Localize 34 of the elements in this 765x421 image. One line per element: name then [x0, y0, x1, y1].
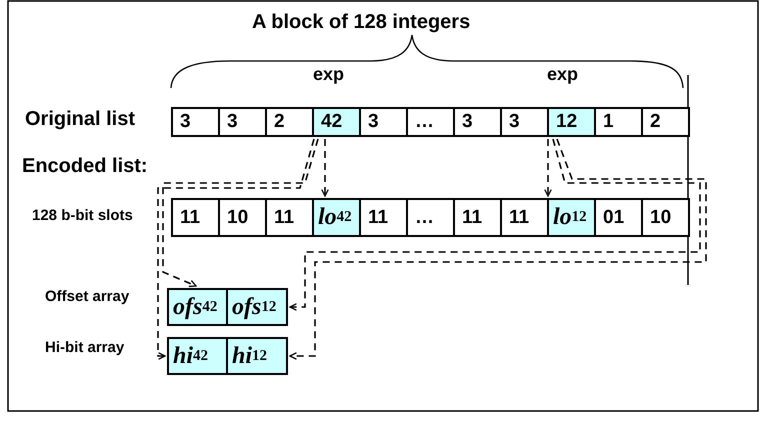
list-cell: 1: [594, 107, 643, 137]
list-cell: 2: [265, 107, 314, 137]
slot-cell: 11: [500, 198, 549, 237]
list-cell: …: [406, 107, 455, 137]
dashed-arrow: [321, 139, 329, 197]
slot-cell: …: [406, 198, 455, 237]
list-cell: 3: [500, 107, 549, 137]
list-cell: 12: [547, 107, 596, 137]
slot-cell: 10: [218, 198, 267, 237]
list-cell: 3: [359, 107, 408, 137]
slot-cell: 11: [359, 198, 408, 237]
heading: A block of 128 integers: [252, 11, 470, 34]
slot-cell: 11: [453, 198, 502, 237]
row-label: Hi-bit array: [45, 339, 124, 356]
row-label: Offset array: [45, 288, 130, 305]
exp-label: exp: [313, 64, 344, 85]
exp-label: exp: [547, 64, 578, 85]
list-cell: 3: [218, 107, 267, 137]
list-cell: 2: [641, 107, 690, 137]
list-cell: 42: [312, 107, 361, 137]
slot-cell: 10: [641, 198, 690, 237]
row-label: Encoded list:: [22, 155, 148, 178]
dashed-arrow: [157, 138, 315, 360]
dashed-arrow: [544, 139, 552, 197]
dashed-arrow: [289, 138, 707, 360]
list-cell: 3: [171, 107, 220, 137]
list-cell: 3: [453, 107, 502, 137]
slot-cell: 11: [171, 198, 220, 237]
dashed-arrow: [162, 138, 319, 288]
dashed-arrow: [289, 138, 701, 311]
slot-cell: 01: [594, 198, 643, 237]
row-label: 128 b-bit slots: [32, 207, 133, 224]
row-label: Original list: [25, 108, 136, 131]
slot-cell: 11: [265, 198, 314, 237]
